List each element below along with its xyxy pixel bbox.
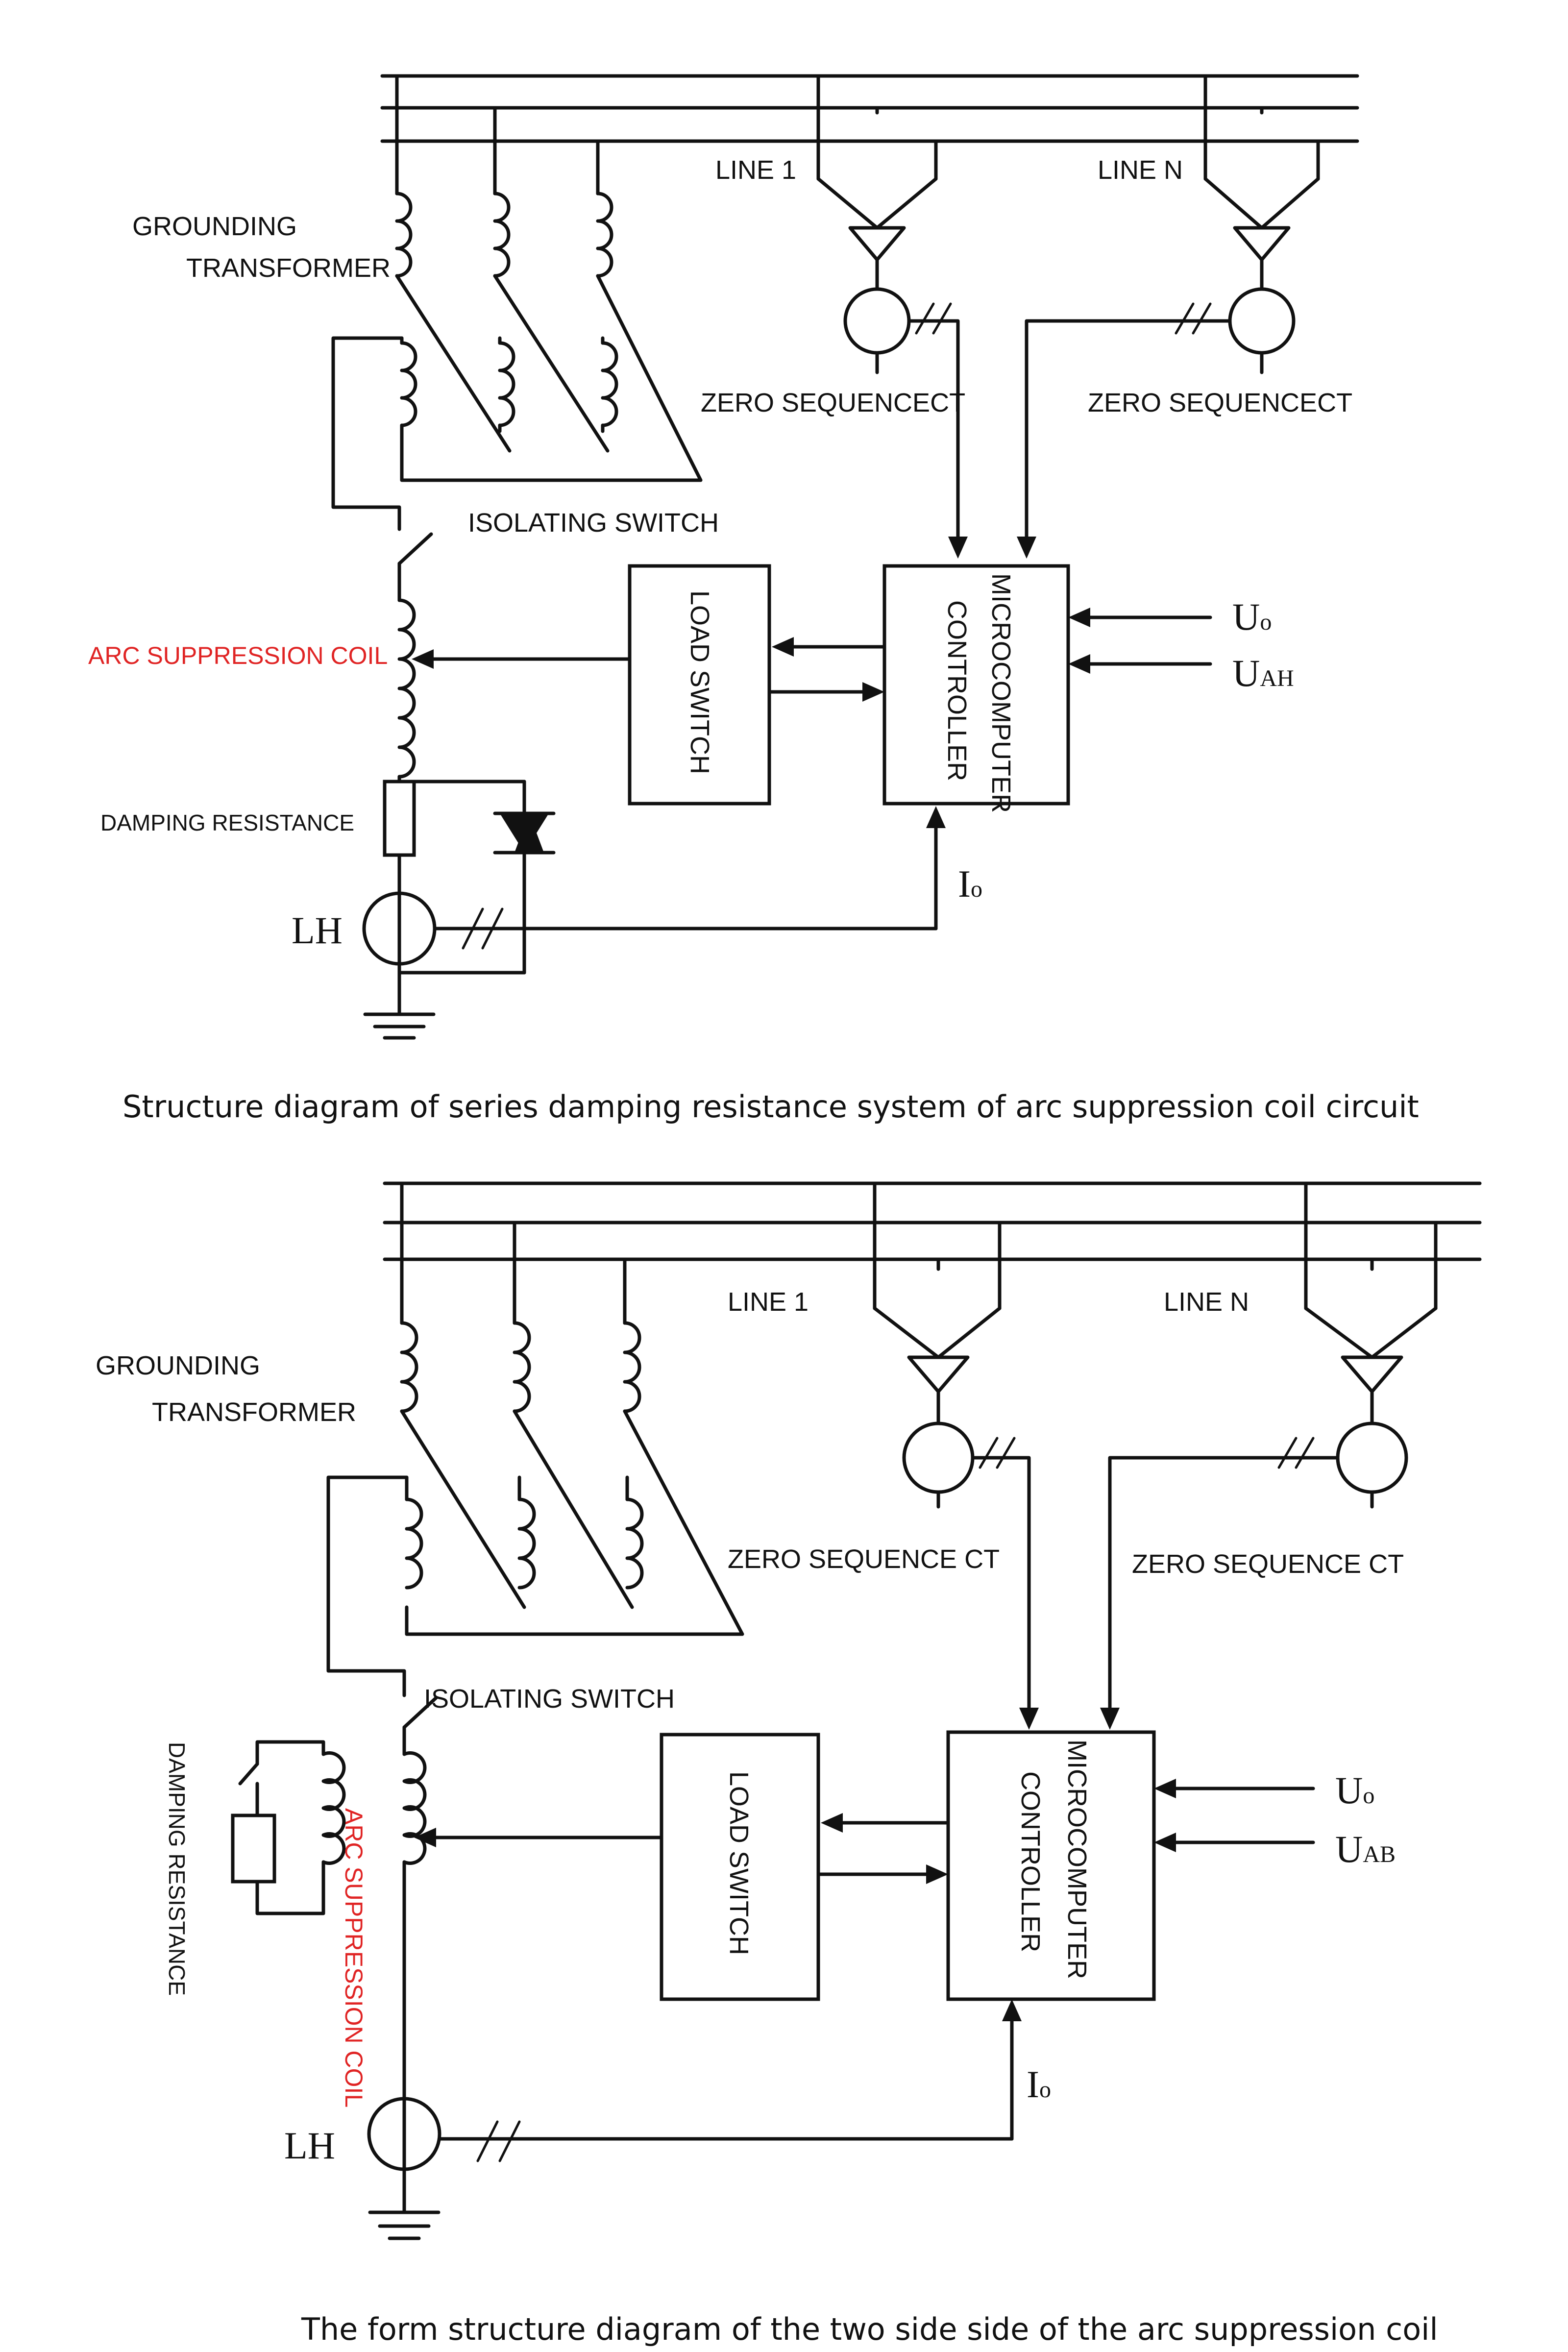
damping-resistor <box>383 780 416 857</box>
line1-label: LINE 1 <box>715 155 796 185</box>
grounding-transformer-label-2a: GROUNDING <box>96 1351 260 1380</box>
u0-label: Uo <box>1232 595 1272 638</box>
arc-suppression-coil-2 <box>402 1751 427 2102</box>
load-switch-label: LOAD SWITCH <box>685 590 714 774</box>
diagram-1: LINE 1 LINE N GROUNDING TRANSFORMER ZERO… <box>88 74 1419 1125</box>
i0-label-2: Io <box>1027 2063 1051 2106</box>
bus-bars <box>380 74 1359 143</box>
bus-bars-2 <box>383 1181 1482 1261</box>
thyristor-diode-icon-2 <box>514 813 544 853</box>
control-arrows-2 <box>414 1779 1315 2141</box>
grounding-transformer-label-2: TRANSFORMER <box>186 253 391 283</box>
damping-resistance-branch <box>383 780 556 975</box>
control-arrows <box>412 608 1212 931</box>
zero-sequence-ct-right-label: ZERO SEQUENCECT <box>1088 388 1352 417</box>
arc-suppression-coil-label-2: ARC SUPPRESSION COIL <box>340 1808 368 2107</box>
arc-suppression-coil <box>397 598 416 784</box>
microcomputer-controller-box <box>882 564 1070 806</box>
load-switch-label-2: LOAD SWITCH <box>724 1771 754 1955</box>
isolating-switch-label: ISOLATING SWITCH <box>468 508 719 538</box>
lineN-label: LINE N <box>1098 155 1183 185</box>
microcomputer-label-2: MICROCOMPUTER <box>1062 1740 1092 1979</box>
lh-current-transformer-2 <box>367 2097 1014 2214</box>
zero-sequence-ct-right-label-2: ZERO SEQUENCE CT <box>1132 1549 1404 1579</box>
lineN-zero-sequence-ct-2 <box>1100 1181 1438 1730</box>
lineN-label-2: LINE N <box>1164 1287 1249 1317</box>
line1-zero-sequence-ct-2 <box>873 1181 1039 1730</box>
arc-suppression-coil-label: ARC SUPPRESSION COIL <box>88 642 388 669</box>
zero-sequence-ct-left-label: ZERO SEQUENCECT <box>701 388 965 417</box>
ground-icon-2 <box>368 2210 441 2240</box>
grounding-transformer-secondary <box>331 274 703 531</box>
uab-label-2: UAB <box>1335 1828 1396 1870</box>
diagram1-caption: Structure diagram of series damping resi… <box>122 1089 1419 1125</box>
isolating-switch-2 <box>402 1696 438 1756</box>
lineN-zero-sequence-ct <box>1017 74 1320 559</box>
microcomputer-label: MICROCOMPUTER <box>986 573 1016 813</box>
controller-label: CONTROLLER <box>942 600 972 781</box>
uab-label: UAH <box>1232 652 1294 694</box>
lh-current-transformer <box>362 890 938 1016</box>
diagram2-caption: The form structure diagram of the two si… <box>301 2311 1438 2347</box>
u0-label-2: Uo <box>1335 1769 1374 1812</box>
line1-zero-sequence-ct <box>816 74 968 559</box>
i0-label: Io <box>958 862 982 905</box>
grounding-transformer-primary <box>395 106 613 278</box>
load-switch-box-2 <box>660 1733 820 2001</box>
damping-resistor-2 <box>231 1813 276 1884</box>
microcomputer-controller-box-2 <box>946 1730 1156 2001</box>
ground-icon <box>363 1012 436 1040</box>
grounding-transformer-label-1: GROUNDING <box>132 212 297 241</box>
grounding-transformer-primary-2 <box>400 1181 641 1413</box>
grounding-transformer-label-2b: TRANSFORMER <box>152 1397 356 1427</box>
diagram-2: LINE 1 LINE N GROUNDING TRANSFORMER ZERO… <box>96 1181 1482 2347</box>
load-switch-box <box>628 564 771 806</box>
damping-resistance-label: DAMPING RESISTANCE <box>100 810 354 835</box>
zero-sequence-ct-left-label-2: ZERO SEQUENCE CT <box>728 1544 1000 1574</box>
lh-label: LH <box>292 909 343 952</box>
controller-label-2: CONTROLLER <box>1016 1771 1045 1952</box>
lh-label-2: LH <box>284 2124 335 2167</box>
grounding-transformer-secondary-2 <box>326 1409 744 1697</box>
isolating-switch-label-2: ISOLATING SWITCH <box>424 1684 675 1714</box>
isolating-switch <box>397 532 433 602</box>
line1-label-2: LINE 1 <box>728 1287 808 1317</box>
damping-resistance-branch-2 <box>231 1740 346 1915</box>
damping-resistance-label-2: DAMPING RESISTANCE <box>164 1742 190 1996</box>
